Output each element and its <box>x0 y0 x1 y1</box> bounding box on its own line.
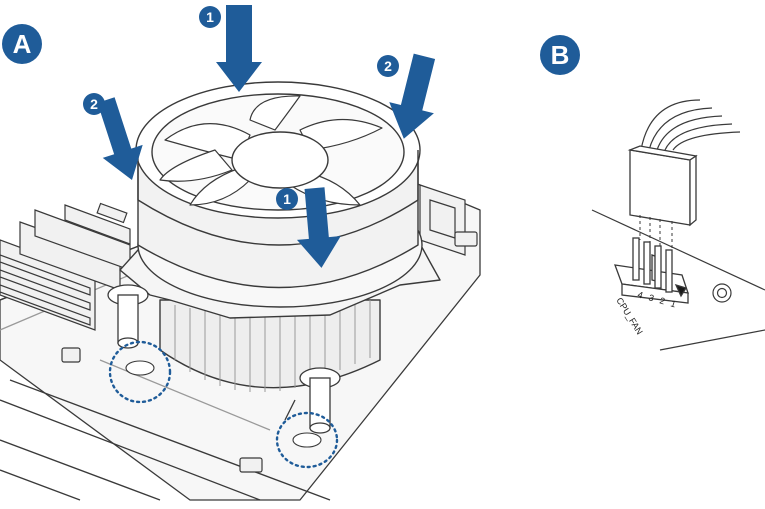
panel-b-label: B <box>551 40 570 70</box>
panel-a: 1 2 2 1 A <box>0 5 481 501</box>
step-number: 1 <box>283 191 291 207</box>
step-badge-1-front: 1 <box>276 188 298 210</box>
cpu-cooler-fan <box>119 81 441 392</box>
arrow-step1-top <box>216 5 262 92</box>
board-components <box>61 184 478 473</box>
pin-number-4: 4 <box>636 289 644 300</box>
pin-number-1: 1 <box>669 298 677 309</box>
pin-hole-highlights <box>108 340 339 469</box>
heatsink-fins <box>0 202 131 331</box>
panel-b-badge: B <box>540 35 580 75</box>
downward-arrows <box>97 5 436 268</box>
panel-a-label: A <box>13 29 32 59</box>
push-pin-left <box>107 284 149 349</box>
fan-header <box>614 237 689 304</box>
fan-cable-wires <box>640 99 741 151</box>
step-number: 2 <box>90 96 98 112</box>
arrow-step2-left <box>97 97 143 180</box>
board-corner <box>591 209 765 351</box>
panel-b: B <box>540 35 765 351</box>
highlight-circle-right <box>275 411 339 469</box>
pin-number-2: 2 <box>658 295 666 306</box>
step-badge-2-right: 2 <box>377 55 399 77</box>
arrow-step1-front <box>296 187 341 268</box>
arrow-step2-right <box>389 53 436 139</box>
pin-number-3: 3 <box>647 292 655 303</box>
step-badge-1-top: 1 <box>199 6 221 28</box>
panel-a-badge: A <box>2 24 42 64</box>
pin-numbers: 4 3 2 1 <box>636 289 677 309</box>
step-number: 2 <box>384 58 392 74</box>
step-number: 1 <box>206 9 214 25</box>
highlight-circle-left <box>108 340 172 404</box>
pin-holes <box>125 360 322 448</box>
cpu-fan-header-label: CPU_FAN <box>614 296 644 337</box>
alignment-guides <box>639 215 673 254</box>
push-pin-right <box>284 367 341 434</box>
fan-cable-connector <box>627 145 698 227</box>
step-badge-2-left: 2 <box>83 93 105 115</box>
